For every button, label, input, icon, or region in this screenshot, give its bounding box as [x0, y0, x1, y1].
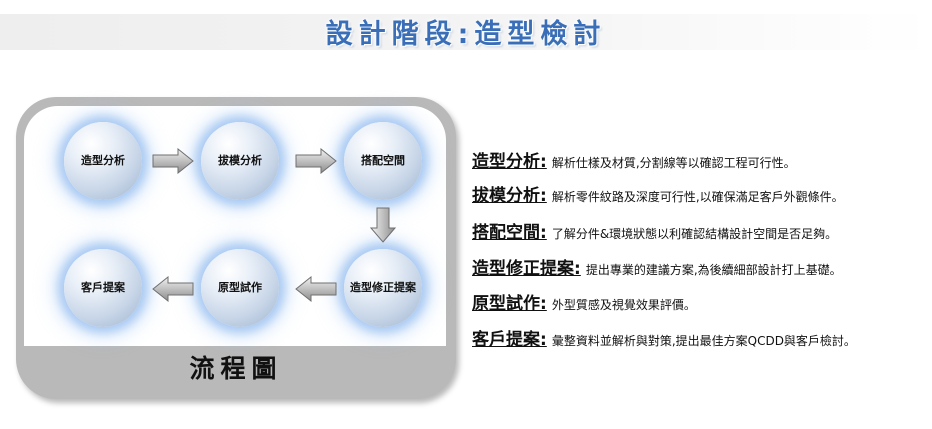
page-title: 設計階段:造型檢討 — [325, 19, 607, 50]
arrow-right-icon — [295, 148, 337, 174]
description-term: 造型修正提案: — [472, 259, 581, 279]
title-band — [0, 14, 932, 50]
arrow-right-icon — [152, 148, 194, 174]
node-space-fit: 搭配空間 — [344, 122, 422, 200]
diagram-caption: 流程圖 — [189, 354, 283, 383]
description-draft-analysis: 拔模分析: 解析零件紋路及深度可行性,以確保滿足客戶外觀條件。 — [472, 181, 932, 206]
arrow-left-icon — [295, 276, 337, 302]
description-term: 造型分析: — [472, 152, 547, 172]
description-term: 客戶提案: — [472, 330, 547, 350]
description-shape-revision: 造型修正提案: 提出專業的建議方案,為後續細部設計打上基礎。 — [472, 254, 932, 279]
arrow-down-icon — [370, 207, 396, 243]
description-text: 彙整資料並解析與對策,提出最佳方案QCDD與客戶檢討。 — [551, 334, 856, 348]
description-term: 搭配空間: — [472, 223, 547, 243]
description-term: 原型試作: — [472, 294, 547, 314]
description-text: 提出專業的建議方案,為後續細部設計打上基礎。 — [585, 263, 842, 277]
description-term: 拔模分析: — [472, 186, 547, 206]
description-shape-analysis: 造型分析: 解析仕樣及材質,分割線等以確認工程可行性。 — [472, 147, 932, 172]
node-customer-proposal: 客戶提案 — [64, 249, 142, 327]
description-prototype: 原型試作: 外型質感及視覺效果評價。 — [472, 289, 932, 314]
node-prototype: 原型試作 — [201, 249, 279, 327]
node-label: 造型分析 — [81, 154, 125, 167]
node-label: 原型試作 — [218, 281, 262, 294]
description-customer-proposal: 客戶提案: 彙整資料並解析與對策,提出最佳方案QCDD與客戶檢討。 — [472, 325, 932, 350]
node-label: 拔模分析 — [218, 154, 262, 167]
node-label: 客戶提案 — [81, 281, 125, 294]
description-text: 了解分件&環境狀態以利確認結構設計空間是否足夠。 — [551, 227, 838, 241]
node-label: 造型修正提案 — [350, 281, 416, 294]
description-text: 解析零件紋路及深度可行性,以確保滿足客戶外觀條件。 — [551, 190, 844, 204]
node-shape-revision-proposal: 造型修正提案 — [344, 249, 422, 327]
description-text: 外型質感及視覺效果評價。 — [551, 298, 696, 312]
node-draft-analysis: 拔模分析 — [201, 122, 279, 200]
node-label: 搭配空間 — [361, 154, 405, 167]
description-space-fit: 搭配空間: 了解分件&環境狀態以利確認結構設計空間是否足夠。 — [472, 218, 932, 243]
arrow-left-icon — [152, 276, 194, 302]
description-text: 解析仕樣及材質,分割線等以確認工程可行性。 — [551, 156, 796, 170]
node-shape-analysis: 造型分析 — [64, 122, 142, 200]
